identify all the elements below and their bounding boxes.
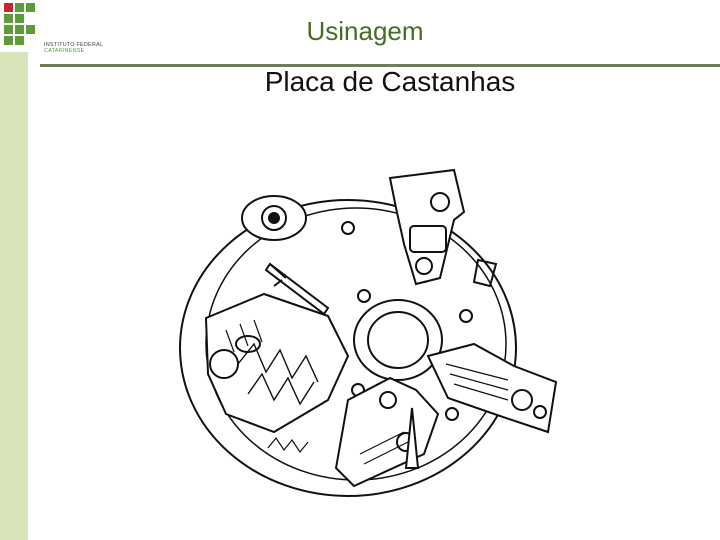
left-sidebar-decoration — [0, 52, 28, 540]
header-title: Usinagem — [306, 16, 424, 46]
logo-line-2: CATARINENSE — [44, 48, 85, 54]
logo-text: INSTITUTO FEDERAL CATARINENSE — [44, 42, 103, 54]
slide-title: Placa de Castanhas — [264, 66, 516, 97]
header-divider — [40, 64, 720, 67]
institution-logo: INSTITUTO FEDERAL CATARINENSE — [4, 3, 124, 54]
logo-grid-icon — [4, 3, 35, 45]
lathe-chuck-illustration — [179, 168, 558, 497]
logo-line-1: INSTITUTO FEDERAL — [44, 42, 104, 48]
